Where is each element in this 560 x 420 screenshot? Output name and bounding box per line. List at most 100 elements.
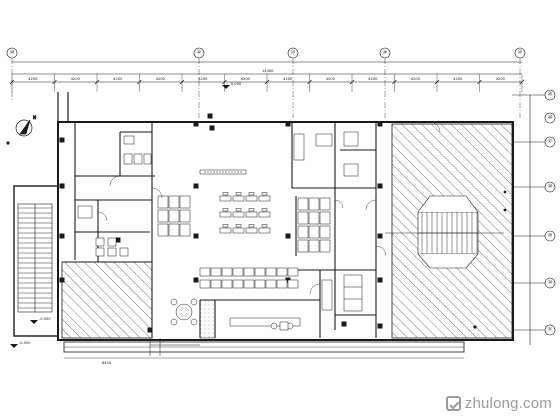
meeting-room-south xyxy=(229,317,301,331)
chair xyxy=(235,192,242,196)
desk xyxy=(245,211,258,218)
column-marker xyxy=(193,277,199,283)
row-bubble: ㉚ xyxy=(544,277,556,289)
row-bubble-label: ㉚ xyxy=(548,279,553,286)
chair xyxy=(235,224,242,228)
north-arrow-icon: N xyxy=(15,115,36,137)
level-mark-text: -0.050 xyxy=(39,317,51,321)
row-bubble-label: ㉕ xyxy=(548,91,553,98)
workstation xyxy=(221,279,233,289)
column-marker xyxy=(147,327,153,333)
workstation xyxy=(179,195,191,209)
level-marks: 0.000 -0.050 -0.050 xyxy=(10,82,242,348)
bay-dimension: 4200 xyxy=(453,77,463,81)
bay-dimension: 4200 xyxy=(368,77,378,81)
chair xyxy=(222,224,229,228)
svg-text:N: N xyxy=(33,115,36,120)
column-marker xyxy=(377,277,383,283)
staircase-west xyxy=(17,203,53,313)
workstation xyxy=(199,279,211,289)
top-dimension-chain xyxy=(9,61,525,92)
column-marker xyxy=(209,125,215,131)
row-bubble: ㉗ xyxy=(544,136,556,148)
workstation xyxy=(221,267,233,277)
column-bubble-label: ⑳ xyxy=(10,49,15,56)
row-bubble-label: ㉛ xyxy=(548,326,553,333)
chair xyxy=(261,224,268,228)
column-bubble-label: ㉓ xyxy=(291,49,296,56)
zhulong-logo-icon xyxy=(445,396,461,411)
workstation xyxy=(319,197,331,211)
workstation xyxy=(168,195,180,209)
workstation xyxy=(210,267,222,277)
workstation xyxy=(319,239,331,253)
column-marker xyxy=(59,137,65,143)
workstation xyxy=(297,197,309,211)
chair xyxy=(235,208,242,212)
workstation xyxy=(168,209,180,223)
workstation xyxy=(319,211,331,225)
desk xyxy=(219,211,232,218)
column-bubble-label: ㉔ xyxy=(383,49,388,56)
level-mark: -0.050 xyxy=(10,341,31,348)
row-bubble-label: ㉘ xyxy=(548,183,553,190)
chair xyxy=(261,208,268,212)
grid-lines xyxy=(11,58,521,118)
workstation xyxy=(297,239,309,253)
workstation xyxy=(210,279,222,289)
level-mark: 0.000 xyxy=(222,82,242,89)
row-bubble: ㉕ xyxy=(544,89,556,101)
workstation xyxy=(276,267,288,277)
column-marker xyxy=(193,233,199,239)
column-marker xyxy=(193,183,199,189)
desk xyxy=(219,227,232,234)
column-bubble: ⑳ xyxy=(6,47,18,59)
row-bubble: ㉖ xyxy=(544,112,556,124)
workstation xyxy=(199,267,211,277)
row-bubble-label: ㉙ xyxy=(548,232,553,239)
bay-dimension: 4200 xyxy=(496,77,506,81)
desk xyxy=(258,211,271,218)
bay-dimension: 4200 xyxy=(326,77,336,81)
workstation xyxy=(297,225,309,239)
watermark: zhulong.com xyxy=(445,395,552,412)
workstation xyxy=(308,197,320,211)
row-bubble: ㉛ xyxy=(544,324,556,336)
level-mark-text: -0.050 xyxy=(19,341,31,345)
row-bubble: ㉙ xyxy=(544,230,556,242)
bay-dimension: 4200 xyxy=(241,77,251,81)
bay-dimension: 4200 xyxy=(411,77,421,81)
column-bubble-label: ㉒ xyxy=(197,49,202,56)
column-marker xyxy=(377,323,383,329)
level-mark-text: 0.000 xyxy=(231,82,242,86)
chair xyxy=(222,192,229,196)
desk xyxy=(232,211,245,218)
workstation xyxy=(232,279,244,289)
workstation xyxy=(168,223,180,237)
chair xyxy=(261,192,268,196)
workstation xyxy=(308,239,320,253)
column-marker xyxy=(59,183,65,189)
workstation xyxy=(157,223,169,237)
desk xyxy=(219,195,232,202)
desk-row-south xyxy=(199,267,299,289)
bay-dimension: 4200 xyxy=(28,77,38,81)
door-swings xyxy=(97,121,441,295)
bay-dimension: 4200 xyxy=(198,77,208,81)
workstation xyxy=(254,279,266,289)
desk xyxy=(232,195,245,202)
open-office-desks xyxy=(199,169,271,234)
workstation xyxy=(319,225,331,239)
workstation xyxy=(157,195,169,209)
column-marker xyxy=(377,121,383,127)
bay-dimension: 4200 xyxy=(283,77,293,81)
workstation xyxy=(254,267,266,277)
row-bubble: ㉘ xyxy=(544,181,556,193)
chair xyxy=(248,224,255,228)
workstation xyxy=(243,267,255,277)
workstation xyxy=(157,209,169,223)
grid-marker-dots xyxy=(6,141,507,329)
